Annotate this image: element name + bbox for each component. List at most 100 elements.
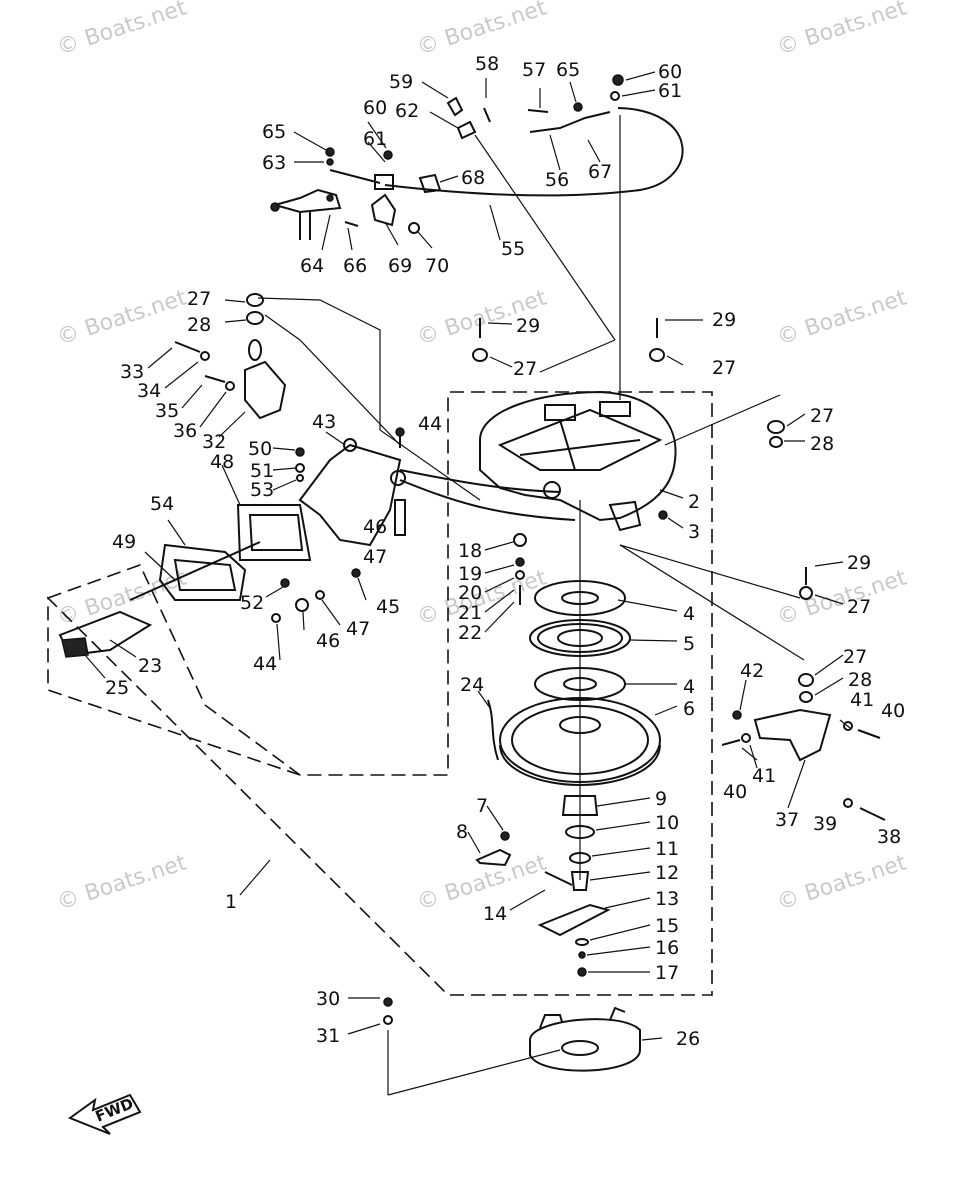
callout-47-a: 47 xyxy=(363,546,387,568)
callout-31: 31 xyxy=(316,1025,340,1047)
callout-46-a: 46 xyxy=(363,516,387,538)
callout-27-a: 27 xyxy=(187,288,211,310)
watermark: © Boats.net xyxy=(414,850,550,915)
callout-9: 9 xyxy=(655,788,667,810)
callout-12: 12 xyxy=(655,862,679,884)
callout-58: 58 xyxy=(475,53,499,75)
callout-63: 63 xyxy=(262,152,286,174)
callout-32: 32 xyxy=(202,431,226,453)
callout-55: 55 xyxy=(501,238,525,260)
watermark: © Boats.net xyxy=(54,0,190,61)
callout-54: 54 xyxy=(150,493,174,515)
starter-cup xyxy=(383,997,641,1072)
callout-18: 18 xyxy=(458,540,482,562)
callout-7: 7 xyxy=(476,795,488,817)
callout-25: 25 xyxy=(105,677,129,699)
callout-27-e: 27 xyxy=(847,596,871,618)
watermark-group: © Boats.net © Boats.net © Boats.net © Bo… xyxy=(54,0,910,916)
leader xyxy=(619,544,801,599)
callout-15: 15 xyxy=(655,915,679,937)
callout-27-b: 27 xyxy=(513,358,537,380)
callout-68: 68 xyxy=(461,167,485,189)
leader xyxy=(257,297,481,501)
callout-35: 35 xyxy=(155,400,179,422)
callout-46-b: 46 xyxy=(316,630,340,652)
callout-8: 8 xyxy=(456,821,468,843)
callout-41-b: 41 xyxy=(850,689,874,711)
leader xyxy=(264,314,401,446)
callout-22: 22 xyxy=(458,622,482,644)
callout-69: 69 xyxy=(388,255,412,277)
callout-29-a: 29 xyxy=(516,315,540,337)
throttle-lever xyxy=(472,318,886,821)
leader xyxy=(664,394,781,446)
callout-40-a: 40 xyxy=(723,781,747,803)
callout-44-b: 44 xyxy=(253,653,277,675)
watermark: © Boats.net xyxy=(774,285,910,350)
fwd-arrow: FWD xyxy=(67,1093,142,1135)
callout-28-c: 28 xyxy=(848,669,872,691)
starter-handle xyxy=(58,504,312,658)
callout-21: 21 xyxy=(458,602,482,624)
leader xyxy=(619,544,805,661)
callout-38: 38 xyxy=(877,826,901,848)
callout-30: 30 xyxy=(316,988,340,1010)
watermark: © Boats.net xyxy=(774,565,910,630)
callout-60-b: 60 xyxy=(658,61,682,83)
callout-39: 39 xyxy=(813,813,837,835)
callout-61-b: 61 xyxy=(658,80,682,102)
callout-1: 1 xyxy=(225,891,237,913)
callout-2: 2 xyxy=(688,491,700,513)
assembly-outline-handle xyxy=(47,564,301,776)
callout-19: 19 xyxy=(458,563,482,585)
callout-4-lower: 4 xyxy=(683,676,695,698)
callout-29-c: 29 xyxy=(847,552,871,574)
assembly-outline xyxy=(47,391,713,996)
callout-61-a: 61 xyxy=(363,128,387,150)
callout-23: 23 xyxy=(138,655,162,677)
cam-bracket xyxy=(174,293,287,420)
callout-65-a: 65 xyxy=(262,121,286,143)
callout-26: 26 xyxy=(676,1028,700,1050)
callout-14: 14 xyxy=(483,903,507,925)
leader xyxy=(539,339,616,373)
starter-housing xyxy=(479,390,677,532)
callout-11: 11 xyxy=(655,838,679,860)
callout-64: 64 xyxy=(300,255,324,277)
leader xyxy=(387,1049,561,1096)
watermark: © Boats.net xyxy=(774,850,910,915)
callout-34: 34 xyxy=(137,380,161,402)
callout-36: 36 xyxy=(173,420,197,442)
callout-51: 51 xyxy=(250,460,274,482)
callout-28-b: 28 xyxy=(810,433,834,455)
callout-57: 57 xyxy=(522,59,546,81)
callout-labels: 1 2 3 4 4 5 6 7 8 9 10 11 12 13 14 15 16… xyxy=(105,53,905,1050)
callout-3: 3 xyxy=(688,521,700,543)
callout-28-a: 28 xyxy=(187,314,211,336)
callout-70: 70 xyxy=(425,255,449,277)
throttle-linkage xyxy=(270,74,624,240)
callout-53: 53 xyxy=(250,479,274,501)
callout-13: 13 xyxy=(655,888,679,910)
callout-16: 16 xyxy=(655,937,679,959)
callout-50: 50 xyxy=(248,438,272,460)
callout-29-b: 29 xyxy=(712,309,736,331)
callout-10: 10 xyxy=(655,812,679,834)
callout-56: 56 xyxy=(545,169,569,191)
watermark: © Boats.net xyxy=(774,0,910,61)
watermark: © Boats.net xyxy=(414,0,550,61)
callout-52: 52 xyxy=(240,592,264,614)
callout-59: 59 xyxy=(389,71,413,93)
callout-27-d: 27 xyxy=(810,405,834,427)
throttle-cable xyxy=(384,107,684,197)
callout-67: 67 xyxy=(588,161,612,183)
callout-66: 66 xyxy=(343,255,367,277)
callout-17: 17 xyxy=(655,962,679,984)
callout-24: 24 xyxy=(460,674,484,696)
callout-33: 33 xyxy=(120,361,144,383)
callout-27-c: 27 xyxy=(712,357,736,379)
leader xyxy=(474,134,616,341)
watermark: © Boats.net xyxy=(54,850,190,915)
callout-4: 4 xyxy=(683,603,695,625)
